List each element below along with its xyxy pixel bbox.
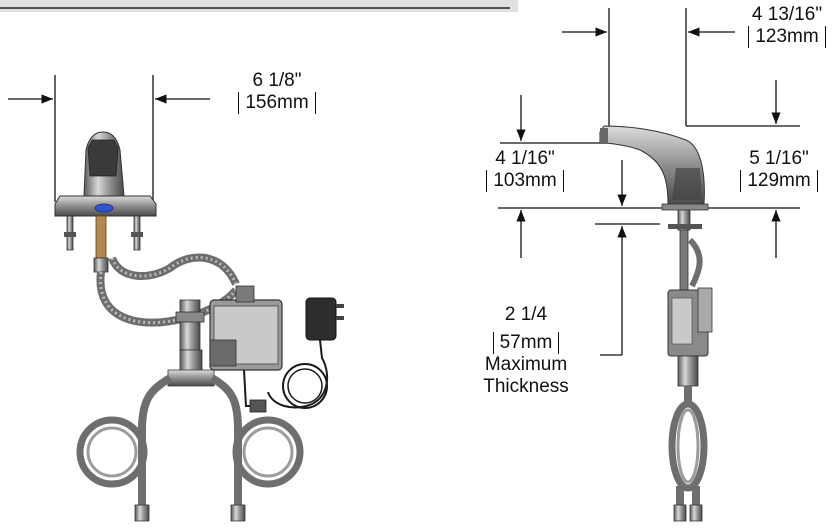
overall-height-label: 5 1/16" 129mm xyxy=(724,148,834,192)
side-dimension-lines xyxy=(498,8,800,356)
sensor-icon xyxy=(94,203,114,213)
spout-height-imperial: 4 1/16" xyxy=(495,148,555,169)
reach-dimension-label: 4 13/16" 123mm xyxy=(734,4,840,48)
thickness-note-line1: Maximum xyxy=(484,354,568,375)
spout-height-metric: 103mm xyxy=(486,170,564,192)
width-metric: 156mm xyxy=(238,92,316,114)
thickness-label: 2 1/4 57mm Maximum Thickness xyxy=(466,304,586,398)
reach-metric: 123mm xyxy=(748,26,826,48)
width-dimension-lines xyxy=(8,75,210,202)
overall-height-imperial: 5 1/16" xyxy=(749,148,809,169)
reach-imperial: 4 13/16" xyxy=(751,4,823,25)
thickness-metric: 57mm xyxy=(492,332,560,354)
faucet-side-view xyxy=(599,125,713,522)
header-band xyxy=(0,0,518,12)
overall-height-metric: 129mm xyxy=(740,170,818,192)
spout-height-label: 4 1/16" 103mm xyxy=(470,148,580,192)
thickness-note-line2: Thickness xyxy=(483,376,569,397)
width-imperial: 6 1/8" xyxy=(252,70,302,91)
width-dimension-label: 6 1/8" 156mm xyxy=(222,70,332,114)
faucet-front-view xyxy=(54,131,344,522)
thickness-imperial: 2 1/4 xyxy=(504,304,548,325)
